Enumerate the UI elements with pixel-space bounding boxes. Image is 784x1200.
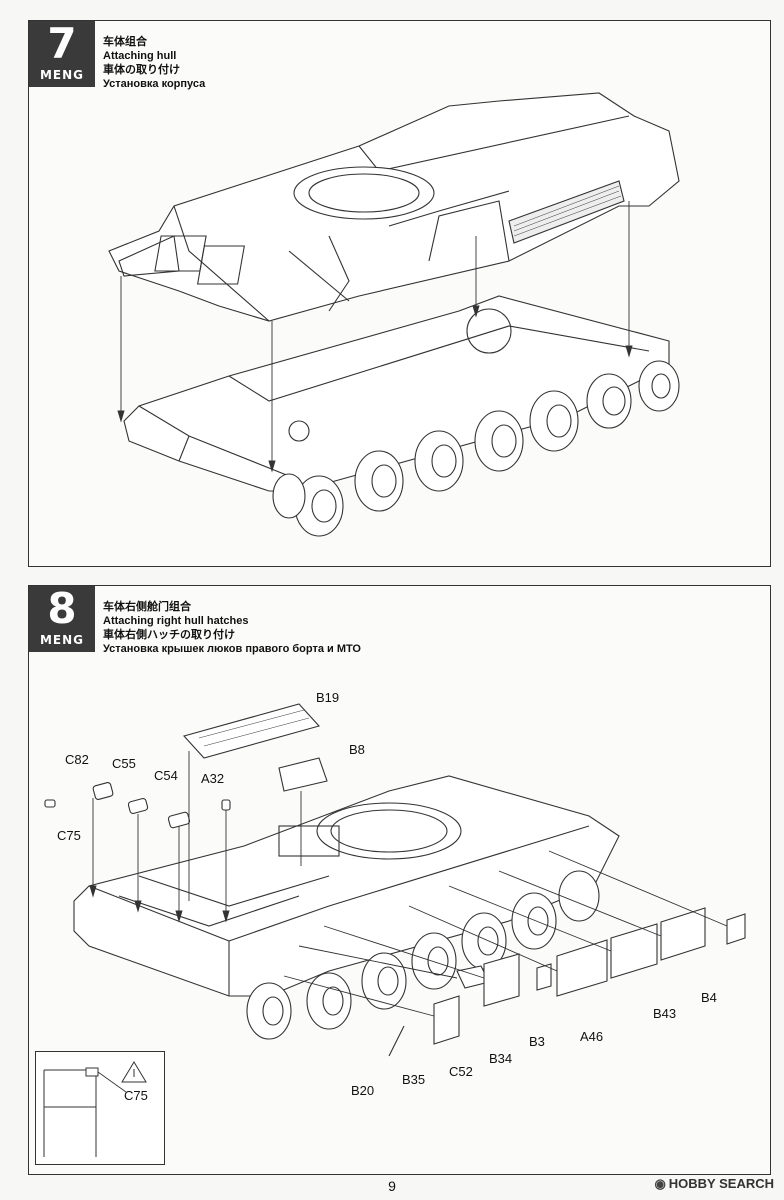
label-a46: A46 bbox=[580, 1029, 604, 1044]
step-badge: 7 MENG bbox=[29, 19, 95, 87]
brand-logo: MENG bbox=[39, 68, 85, 82]
part-b43 bbox=[660, 907, 706, 961]
hull-assembly-drawing bbox=[108, 92, 680, 537]
detail-inset: C75 bbox=[35, 1051, 165, 1165]
step-number: 8 bbox=[47, 584, 77, 633]
label-a32: A32 bbox=[201, 771, 225, 786]
label-b3: B3 bbox=[529, 1034, 545, 1049]
watermark-text: HOBBY SEARCH bbox=[668, 1176, 774, 1191]
label-b19: B19 bbox=[316, 690, 340, 705]
brand-logo: MENG bbox=[39, 633, 85, 647]
title-ja: 車体右側ハッチの取り付け bbox=[103, 629, 235, 641]
part-c55 bbox=[127, 797, 149, 815]
title-ru: Установка крышек люков правого борта и М… bbox=[103, 643, 361, 655]
step-7-panel: 7 MENG 车体组合 Attaching hull 車体の取り付け Устан… bbox=[28, 19, 771, 567]
label-b43: B43 bbox=[653, 1006, 677, 1021]
part-b8 bbox=[278, 757, 328, 792]
part-b35 bbox=[433, 995, 460, 1045]
part-c75 bbox=[44, 799, 56, 808]
label-c54: C54 bbox=[154, 768, 178, 783]
title-zh: 车体右侧舱门组合 bbox=[103, 601, 191, 613]
label-b8: B8 bbox=[349, 742, 365, 757]
warning-icon bbox=[121, 1061, 147, 1083]
step-badge: 8 MENG bbox=[29, 584, 95, 652]
part-b20 bbox=[388, 1025, 405, 1057]
label-b20: B20 bbox=[351, 1083, 375, 1098]
title-en: Attaching hull bbox=[103, 50, 177, 62]
inset-drawing bbox=[43, 1061, 147, 1157]
part-b3 bbox=[536, 963, 552, 991]
label-b34: B34 bbox=[489, 1051, 513, 1066]
label-c82: C82 bbox=[65, 752, 89, 767]
upper-hull bbox=[108, 92, 680, 322]
part-a32 bbox=[221, 799, 231, 811]
road-wheels bbox=[246, 870, 600, 1040]
page-number: 9 bbox=[388, 1178, 396, 1194]
part-c82 bbox=[92, 782, 114, 800]
step-8-panel: 8 MENG 车体右侧舱门组合 Attaching right hull hat… bbox=[28, 584, 771, 1175]
label-b35: B35 bbox=[402, 1072, 426, 1087]
part-b34 bbox=[483, 953, 520, 1007]
part-b19 bbox=[182, 703, 321, 759]
label-b4: B4 bbox=[701, 990, 717, 1005]
title-zh: 车体组合 bbox=[103, 36, 147, 48]
title-ja: 車体の取り付け bbox=[103, 64, 180, 76]
label-c52: C52 bbox=[449, 1064, 473, 1079]
hatch-assembly-drawing bbox=[44, 703, 746, 1057]
step-number: 7 bbox=[47, 19, 77, 68]
part-c54 bbox=[167, 811, 191, 829]
label-c55: C55 bbox=[112, 756, 136, 771]
alignment-lines bbox=[117, 201, 633, 473]
label-c75: C75 bbox=[57, 828, 81, 843]
inset-label-c75: C75 bbox=[124, 1088, 148, 1103]
step-titles: 车体右侧舱门组合 Attaching right hull hatches 車体… bbox=[103, 600, 361, 656]
camera-icon: ◉ bbox=[654, 1176, 666, 1191]
step-titles: 车体组合 Attaching hull 車体の取り付け Установка ко… bbox=[103, 35, 205, 91]
title-ru: Установка корпуса bbox=[103, 78, 206, 90]
part-b4 bbox=[726, 913, 746, 945]
part-a46a bbox=[556, 939, 608, 997]
loose-parts bbox=[44, 703, 746, 1057]
road-wheels bbox=[272, 360, 680, 537]
guide-lines bbox=[89, 751, 728, 1017]
title-en: Attaching right hull hatches bbox=[103, 615, 249, 627]
watermark: ◉HOBBY SEARCH bbox=[654, 1176, 774, 1192]
hull-body bbox=[73, 775, 620, 997]
